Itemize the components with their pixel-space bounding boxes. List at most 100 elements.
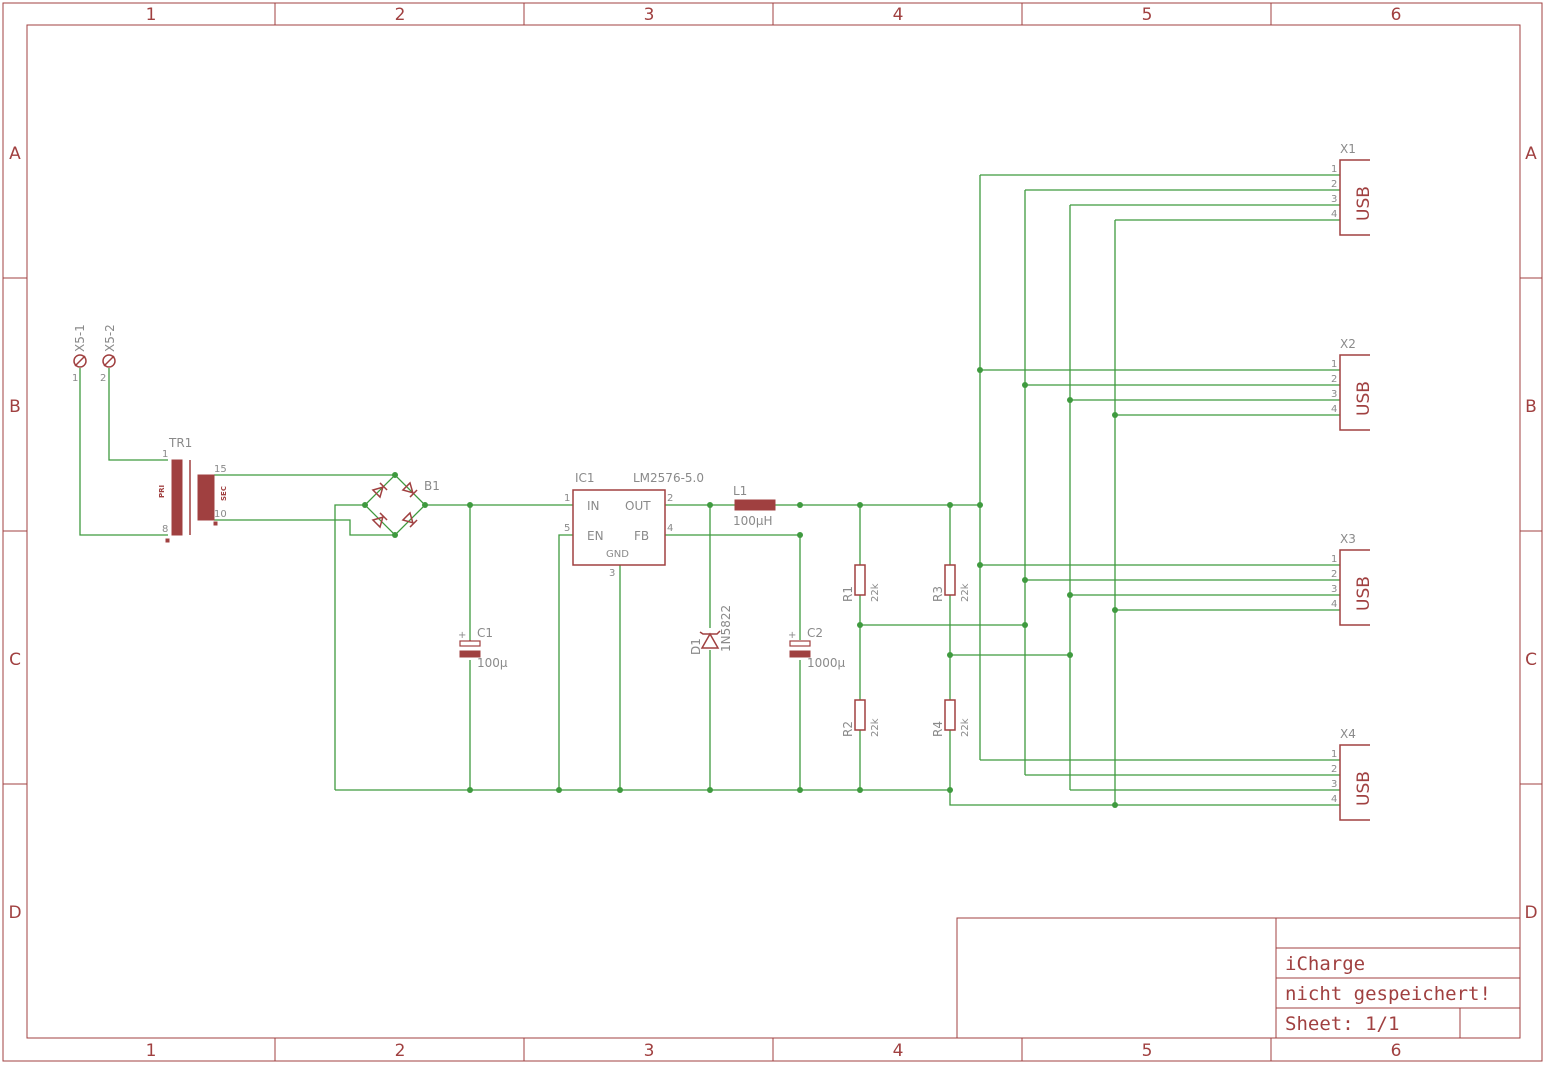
component-value: 22k [960, 718, 971, 737]
svg-text:1: 1 [1331, 164, 1337, 175]
svg-text:+: + [788, 630, 796, 641]
wires [79, 174, 1340, 806]
usb-connector-x3[interactable]: X3 USB 1 2 3 4 [1331, 532, 1374, 626]
pin-label: 10 [214, 509, 227, 520]
svg-text:1: 1 [1331, 749, 1337, 760]
component-label: C1 [477, 626, 493, 640]
svg-text:3: 3 [1331, 389, 1337, 400]
capacitor-c1[interactable]: + C1 100µ [458, 626, 508, 670]
component-label: TR1 [168, 436, 192, 450]
svg-text:2: 2 [1331, 179, 1337, 190]
capacitor-c2[interactable]: + C2 1000µ [788, 626, 846, 670]
title-block: iCharge nicht gespeichert! Sheet: 1/1 [956, 917, 1521, 1039]
usb-label: USB [1354, 576, 1374, 611]
svg-text:4: 4 [1331, 794, 1337, 805]
col-label: 4 [893, 1041, 904, 1061]
terminal-x5-2[interactable]: 2 X5-2 [100, 324, 117, 384]
title-text: iCharge [1285, 953, 1365, 975]
component-label: X2 [1340, 337, 1356, 351]
svg-text:3: 3 [1331, 194, 1337, 205]
svg-text:4: 4 [1331, 209, 1337, 220]
row-label: A [1525, 144, 1537, 164]
pin-name: OUT [625, 499, 651, 513]
svg-text:1: 1 [1331, 554, 1337, 565]
usb-connector-x4[interactable]: X4 USB 1 2 3 4 [1331, 727, 1374, 821]
svg-text:4: 4 [1331, 599, 1337, 610]
component-label: B1 [424, 479, 440, 493]
pin-label: 5 [564, 523, 570, 534]
usb-connector-x1[interactable]: X1 USB 1 2 3 4 [1331, 142, 1374, 236]
pin-label: 2 [667, 493, 673, 504]
component-label: C2 [807, 626, 823, 640]
terminal-label: X5-1 [73, 324, 87, 352]
component-label: X3 [1340, 532, 1356, 546]
col-label: 6 [1391, 5, 1402, 25]
component-value: 22k [870, 583, 881, 602]
svg-text:1: 1 [1331, 359, 1337, 370]
row-label: D [1524, 903, 1537, 923]
usb-connector-x2[interactable]: X2 USB 1 2 3 4 [1331, 337, 1374, 431]
col-label: 1 [146, 5, 157, 25]
row-label: B [1525, 397, 1537, 417]
bridge-rectifier-b1[interactable]: B1 [364, 474, 440, 536]
resistor-r4[interactable]: R4 22k [931, 699, 971, 737]
col-label: 4 [893, 5, 904, 25]
svg-text:2: 2 [1331, 569, 1337, 580]
component-value: 1N5822 [719, 605, 733, 652]
pin-label: 3 [609, 568, 615, 579]
component-label: R4 [931, 721, 945, 737]
row-labels: A B C D A B C D [8, 144, 1537, 923]
col-label: 2 [395, 5, 406, 25]
pin-label: 4 [667, 523, 673, 534]
svg-text:2: 2 [1331, 764, 1337, 775]
svg-text:4: 4 [1331, 404, 1337, 415]
component-label: X4 [1340, 727, 1356, 741]
component-value: 22k [870, 718, 881, 737]
svg-text:2: 2 [1331, 374, 1337, 385]
pin-label: 1 [72, 373, 78, 384]
column-labels-top: 1 2 3 4 5 6 [146, 5, 1402, 25]
component-value: LM2576-5.0 [633, 471, 704, 485]
component-value: 1000µ [807, 656, 846, 670]
pin-name: GND [606, 549, 629, 560]
usb-label: USB [1354, 771, 1374, 806]
svg-text:3: 3 [1331, 779, 1337, 790]
resistor-r3[interactable]: R3 22k [931, 564, 971, 602]
component-value: 100µ [477, 656, 508, 670]
col-label: 5 [1142, 1041, 1153, 1061]
row-label: D [8, 903, 21, 923]
col-label: 2 [395, 1041, 406, 1061]
transformer-tr1[interactable]: TR1 PRI SEC 1 8 15 10 [158, 436, 228, 543]
terminal-x5-1[interactable]: 1 X5-1 [72, 324, 87, 384]
row-label: C [1525, 650, 1537, 670]
component-label: X1 [1340, 142, 1356, 156]
pin-name: EN [587, 529, 604, 543]
component-label: R1 [841, 586, 855, 602]
col-label: 1 [146, 1041, 157, 1061]
regulator-ic1[interactable]: IC1 LM2576-5.0 IN OUT EN FB GND 1 2 3 4 … [564, 471, 704, 579]
junctions [362, 367, 1118, 808]
pin-label: 8 [162, 524, 168, 535]
col-label: 3 [644, 1041, 655, 1061]
resistor-r2[interactable]: R2 22k [841, 699, 881, 737]
usb-label: USB [1354, 186, 1374, 221]
diode-d1[interactable]: D1 1N5822 [689, 605, 733, 655]
pri-label: PRI [158, 485, 166, 498]
inductor-l1[interactable]: L1 100µH [733, 484, 776, 528]
column-labels-bottom: 1 2 3 4 5 6 [146, 1041, 1402, 1061]
terminal-label: X5-2 [103, 324, 117, 352]
component-label: R2 [841, 721, 855, 737]
pin-label: 2 [100, 373, 106, 384]
svg-text:3: 3 [1331, 584, 1337, 595]
sheet-text: Sheet: 1/1 [1285, 1013, 1399, 1035]
component-value: 22k [960, 583, 971, 602]
usb-label: USB [1354, 381, 1374, 416]
component-value: 100µH [733, 514, 773, 528]
pin-name: IN [587, 499, 600, 513]
resistor-r1[interactable]: R1 22k [841, 564, 881, 602]
component-label: R3 [931, 586, 945, 602]
col-label: 6 [1391, 1041, 1402, 1061]
status-text: nicht gespeichert! [1285, 983, 1491, 1005]
